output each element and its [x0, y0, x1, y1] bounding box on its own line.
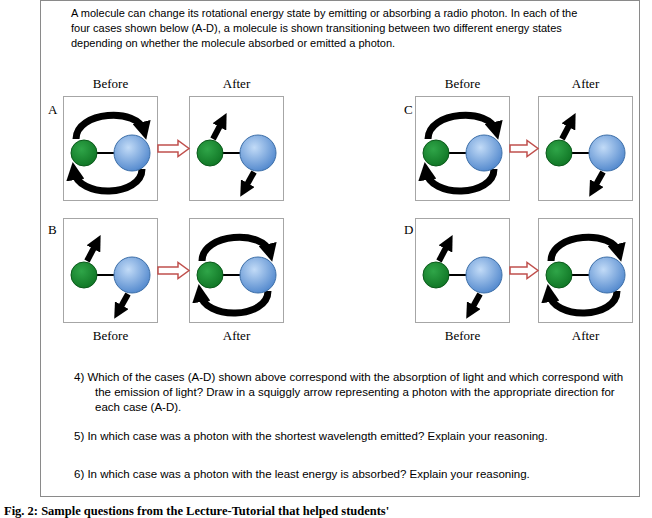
case-c-before-art	[423, 115, 502, 191]
rotation-arrows	[562, 120, 603, 190]
state-label: After	[190, 328, 283, 344]
transition-arrow	[510, 141, 538, 157]
case-a-before-art	[71, 115, 150, 191]
molecule	[546, 135, 625, 171]
worksheet-frame: BeforeAfterBeforeAfterBeforeAfterBeforeA…	[40, 0, 640, 497]
state-panel: After	[538, 96, 633, 201]
case-letter: C	[404, 102, 413, 118]
state-panel: After	[189, 218, 284, 323]
rotation-arrows	[213, 120, 254, 190]
molecule	[197, 257, 276, 293]
rotation-arrows	[439, 242, 480, 312]
state-panel: Before	[415, 218, 510, 323]
molecule	[423, 135, 502, 171]
state-label: Before	[64, 328, 157, 344]
molecule	[546, 257, 625, 293]
rotation-arrows	[426, 115, 496, 191]
question-text: 4) Which of the cases (A-D) shown above …	[74, 370, 634, 415]
case-a-after-art	[197, 120, 276, 190]
state-label: After	[190, 76, 283, 92]
question-text: 5) In which case was a photon with the s…	[74, 429, 634, 444]
question-text: 6) In which case was a photon with the l…	[74, 467, 634, 482]
transition-arrow	[158, 141, 189, 157]
state-label: Before	[416, 76, 509, 92]
molecule	[197, 135, 276, 171]
rotation-arrows	[74, 115, 144, 191]
figure-caption: Fig. 2: Sample questions from the Lectur…	[4, 503, 389, 518]
molecule	[71, 257, 150, 293]
intro-text: A molecule can change its rotational ene…	[71, 6, 591, 51]
transition-arrow	[510, 263, 538, 279]
case-b-after-art	[197, 237, 276, 313]
transition-arrow	[158, 263, 189, 279]
molecule	[423, 257, 502, 293]
case-letter: D	[404, 222, 413, 238]
case-letter: A	[48, 102, 57, 118]
molecule	[71, 135, 150, 171]
case-b-before-art	[71, 242, 150, 312]
state-panel: Before	[63, 96, 158, 201]
case-letter: B	[48, 222, 57, 238]
rotation-arrows	[87, 242, 128, 312]
case-d-after-art	[546, 237, 625, 313]
rotation-arrows	[200, 237, 270, 313]
state-label: Before	[64, 76, 157, 92]
case-d-before-art	[423, 242, 502, 312]
state-label: Before	[416, 328, 509, 344]
state-panel: After	[538, 218, 633, 323]
state-label: After	[539, 328, 632, 344]
rotation-arrows	[549, 237, 619, 313]
state-panel: Before	[63, 218, 158, 323]
state-panel: Before	[415, 96, 510, 201]
state-panel: After	[189, 96, 284, 201]
state-label: After	[539, 76, 632, 92]
case-c-after-art	[546, 120, 625, 190]
